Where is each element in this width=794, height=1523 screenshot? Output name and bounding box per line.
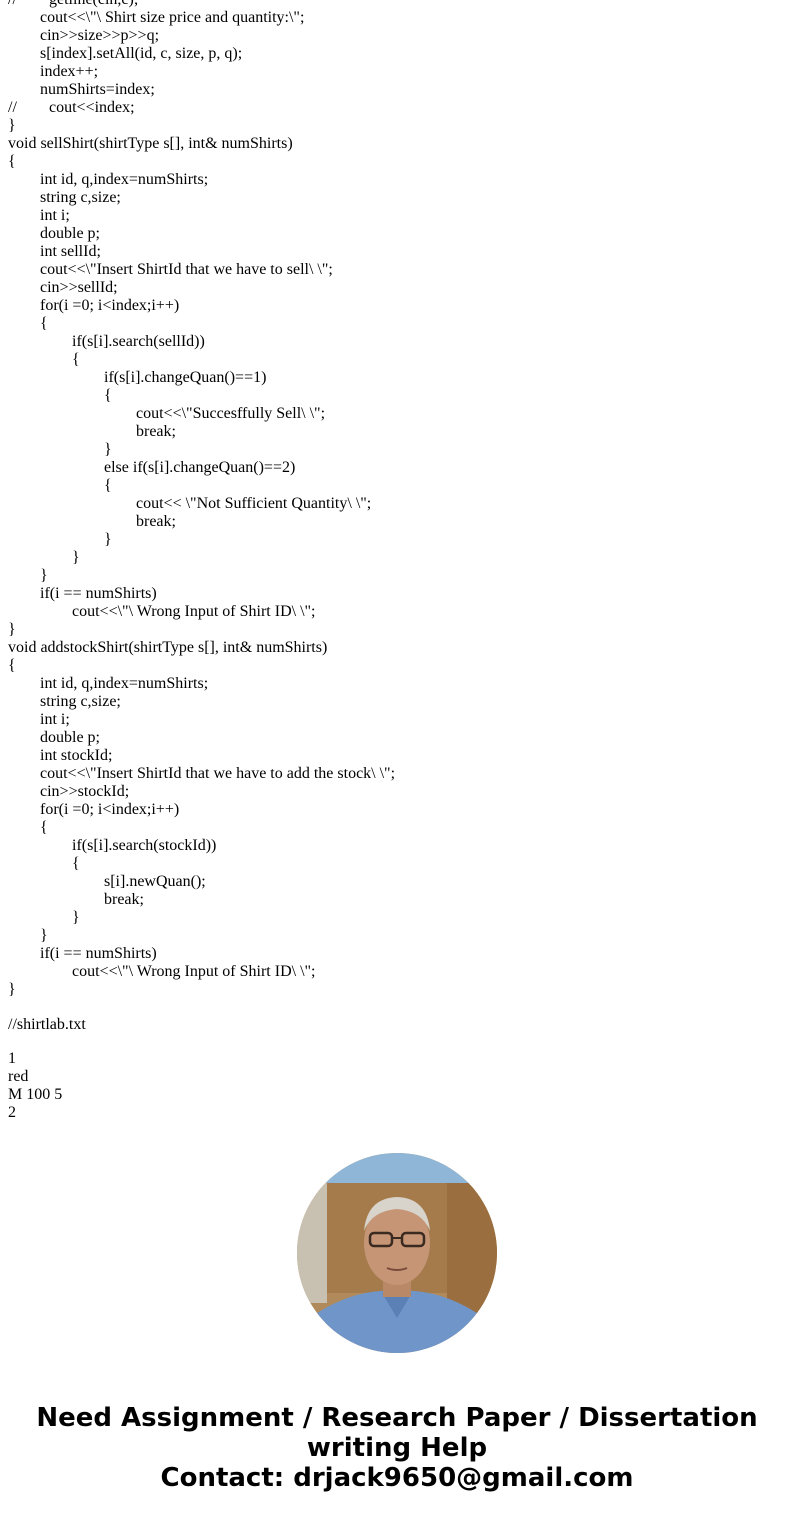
- file-heading: //shirtlab.txt: [8, 1016, 86, 1033]
- code-line: }: [8, 117, 16, 134]
- code-line: for(i =0; i<index;i++): [40, 297, 180, 314]
- code-line: cin>>size>>p>>q;: [40, 27, 160, 44]
- code-line: }: [8, 981, 16, 998]
- code-line: cout<<\"\ Wrong Input of Shirt ID\ \";: [72, 963, 316, 980]
- code-line: cout<<\"Succesffully Sell\ \";: [136, 405, 326, 422]
- code-line: void sellShirt(shirtType s[], int& numSh…: [8, 135, 293, 152]
- code-line: {: [40, 819, 48, 836]
- code-line: else if(s[i].changeQuan()==2): [104, 459, 296, 476]
- code-line: cout<<\"Insert ShirtId that we have to a…: [40, 765, 396, 782]
- code-line: }: [72, 549, 80, 566]
- cta-line-3: Contact: drjack9650@gmail.com: [160, 1463, 634, 1493]
- code-line: string c,size;: [40, 189, 121, 206]
- code-line: {: [104, 387, 112, 404]
- code-line: int i;: [40, 207, 70, 224]
- code-line: cout<< \"Not Sufficient Quantity\ \";: [136, 495, 372, 512]
- code-line: }: [72, 909, 80, 926]
- cta-line-1: Need Assignment / Research Paper / Disse…: [36, 1403, 758, 1433]
- code-line: {: [104, 477, 112, 494]
- code-line: {: [72, 351, 80, 368]
- code-line: {: [8, 153, 16, 170]
- code-line: break;: [136, 423, 176, 440]
- file-line: 1: [8, 1050, 16, 1067]
- code-line: int sellId;: [40, 243, 101, 260]
- file-line: 2: [8, 1104, 16, 1121]
- code-line: }: [104, 531, 112, 548]
- code-line: }: [40, 567, 48, 584]
- cta-line-2: writing Help: [306, 1433, 488, 1463]
- author-photo: [297, 1153, 497, 1353]
- code-line: cout<<index;: [49, 99, 135, 116]
- code-line: {: [40, 315, 48, 332]
- code-line: double p;: [40, 729, 100, 746]
- code-line: getline(cin,c);: [49, 0, 138, 9]
- code-line: cin>>stockId;: [40, 783, 130, 800]
- code-line: int stockId;: [40, 747, 113, 764]
- code-line: void addstockShirt(shirtType s[], int& n…: [8, 639, 328, 656]
- code-line: s[i].newQuan();: [104, 873, 206, 890]
- code-line: if(s[i].search(sellId)): [72, 333, 205, 350]
- code-line: {: [8, 657, 16, 674]
- code-line: cout<<\"\ Shirt size price and quantity:…: [40, 9, 305, 26]
- file-line: red: [8, 1068, 29, 1085]
- code-line: index++;: [40, 63, 99, 80]
- code-line: }: [104, 441, 112, 458]
- code-line: break;: [104, 891, 144, 908]
- code-line: if(s[i].changeQuan()==1): [104, 369, 267, 386]
- code-line: s[index].setAll(id, c, size, p, q);: [40, 45, 243, 62]
- code-line: int id, q,index=numShirts;: [40, 675, 209, 692]
- code-line: numShirts=index;: [40, 81, 155, 98]
- code-line: if(s[i].search(stockId)): [72, 837, 217, 854]
- code-line: break;: [136, 513, 176, 530]
- code-line: }: [8, 621, 16, 638]
- comment-marker: //: [8, 99, 17, 116]
- code-line: int id, q,index=numShirts;: [40, 171, 209, 188]
- code-line: if(i == numShirts): [40, 945, 157, 962]
- code-line: cin>>sellId;: [40, 279, 118, 296]
- contact-banner: Need Assignment / Research Paper / Disse…: [0, 1403, 794, 1493]
- code-line: int i;: [40, 711, 70, 728]
- code-line: cout<<\"\ Wrong Input of Shirt ID\ \";: [72, 603, 316, 620]
- code-line: double p;: [40, 225, 100, 242]
- file-line: M 100 5: [8, 1086, 63, 1103]
- code-line: cout<<\"Insert ShirtId that we have to s…: [40, 261, 333, 278]
- code-line: {: [72, 855, 80, 872]
- comment-marker: //: [8, 0, 17, 9]
- code-line: string c,size;: [40, 693, 121, 710]
- code-line: for(i =0; i<index;i++): [40, 801, 180, 818]
- code-line: }: [40, 927, 48, 944]
- code-line: if(i == numShirts): [40, 585, 157, 602]
